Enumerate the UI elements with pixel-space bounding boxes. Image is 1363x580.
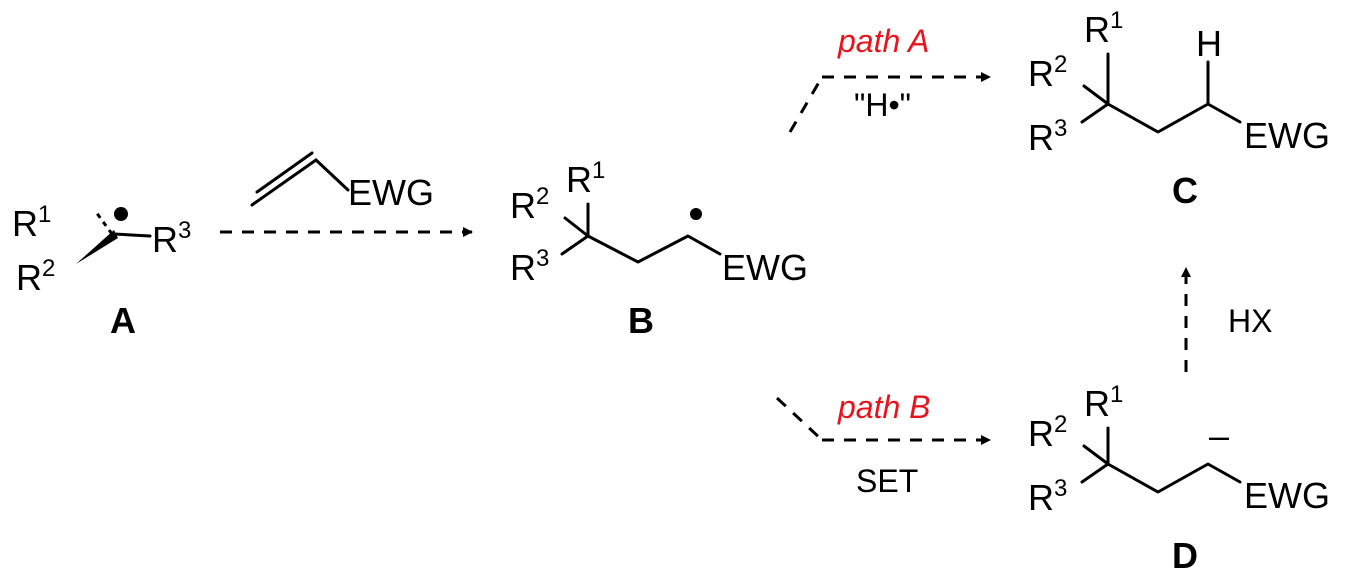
alkene-double-bond-outer bbox=[250, 158, 318, 207]
a-hashed-bond bbox=[94, 211, 114, 235]
c-r1-label: R1 bbox=[1084, 7, 1123, 50]
path-b-branch bbox=[775, 396, 824, 442]
compound-d-structure: R1 R2 R3 – EWG D bbox=[1028, 381, 1330, 576]
c-compound-label: C bbox=[1172, 170, 1198, 211]
alkene-double-bond-inner bbox=[255, 151, 314, 194]
path-b-arrow: path B SET bbox=[775, 389, 991, 499]
compound-a-structure: R1 R2 R3 A bbox=[12, 201, 191, 341]
alkene-reagent: EWG bbox=[250, 151, 434, 213]
d-chain bbox=[1106, 462, 1242, 494]
a-compound-label: A bbox=[110, 300, 136, 341]
a-r1-label: R1 bbox=[12, 201, 51, 244]
c-bond-r2 bbox=[1082, 84, 1110, 106]
a-r3-label: R3 bbox=[152, 217, 191, 260]
d-bond-r3 bbox=[1080, 462, 1110, 484]
b-bond-r3 bbox=[560, 234, 590, 256]
d-bond-r2 bbox=[1082, 444, 1110, 466]
c-ewg-label: EWG bbox=[1244, 115, 1330, 156]
b-ewg-label: EWG bbox=[722, 247, 808, 288]
b-r1-label: R1 bbox=[566, 157, 605, 200]
b-chain bbox=[586, 234, 722, 264]
a-radical-dot bbox=[114, 207, 128, 221]
c-chain bbox=[1106, 102, 1242, 134]
a-r2-label: R2 bbox=[16, 255, 55, 298]
b-r2-label: R2 bbox=[510, 183, 549, 226]
path-a-branch bbox=[788, 76, 824, 133]
c-r3-label: R3 bbox=[1028, 115, 1067, 158]
c-h-label: H bbox=[1196, 23, 1222, 64]
c-r2-label: R2 bbox=[1028, 51, 1067, 94]
a-bond-r3 bbox=[112, 232, 152, 238]
d-r2-label: R2 bbox=[1028, 411, 1067, 454]
alkene-bond-ewg bbox=[314, 158, 350, 192]
protonation-reagent: HX bbox=[1228, 303, 1272, 339]
a-wedge-bond bbox=[76, 230, 118, 264]
d-compound-label: D bbox=[1172, 535, 1198, 576]
path-a-name: path A bbox=[837, 23, 929, 59]
path-b-reagent: SET bbox=[856, 463, 918, 499]
compound-c-structure: R1 R2 R3 H EWG C bbox=[1028, 7, 1330, 211]
path-a-reagent: "H•" bbox=[854, 87, 911, 123]
protonation-arrow: HX bbox=[1181, 267, 1272, 372]
b-compound-label: B bbox=[628, 300, 654, 341]
d-charge-label: – bbox=[1209, 415, 1229, 456]
path-b-name: path B bbox=[837, 389, 931, 425]
b-bond-r2 bbox=[563, 216, 590, 238]
b-r3-label: R3 bbox=[510, 245, 549, 288]
path-a-arrow: path A "H•" bbox=[788, 23, 991, 133]
d-r1-label: R1 bbox=[1084, 381, 1123, 424]
c-bond-r3 bbox=[1080, 102, 1110, 124]
d-r3-label: R3 bbox=[1028, 475, 1067, 518]
compound-b-structure: R1 R2 R3 EWG B bbox=[510, 157, 808, 341]
b-radical-dot bbox=[690, 208, 702, 220]
d-ewg-label: EWG bbox=[1244, 475, 1330, 516]
alkene-ewg-label: EWG bbox=[348, 172, 434, 213]
